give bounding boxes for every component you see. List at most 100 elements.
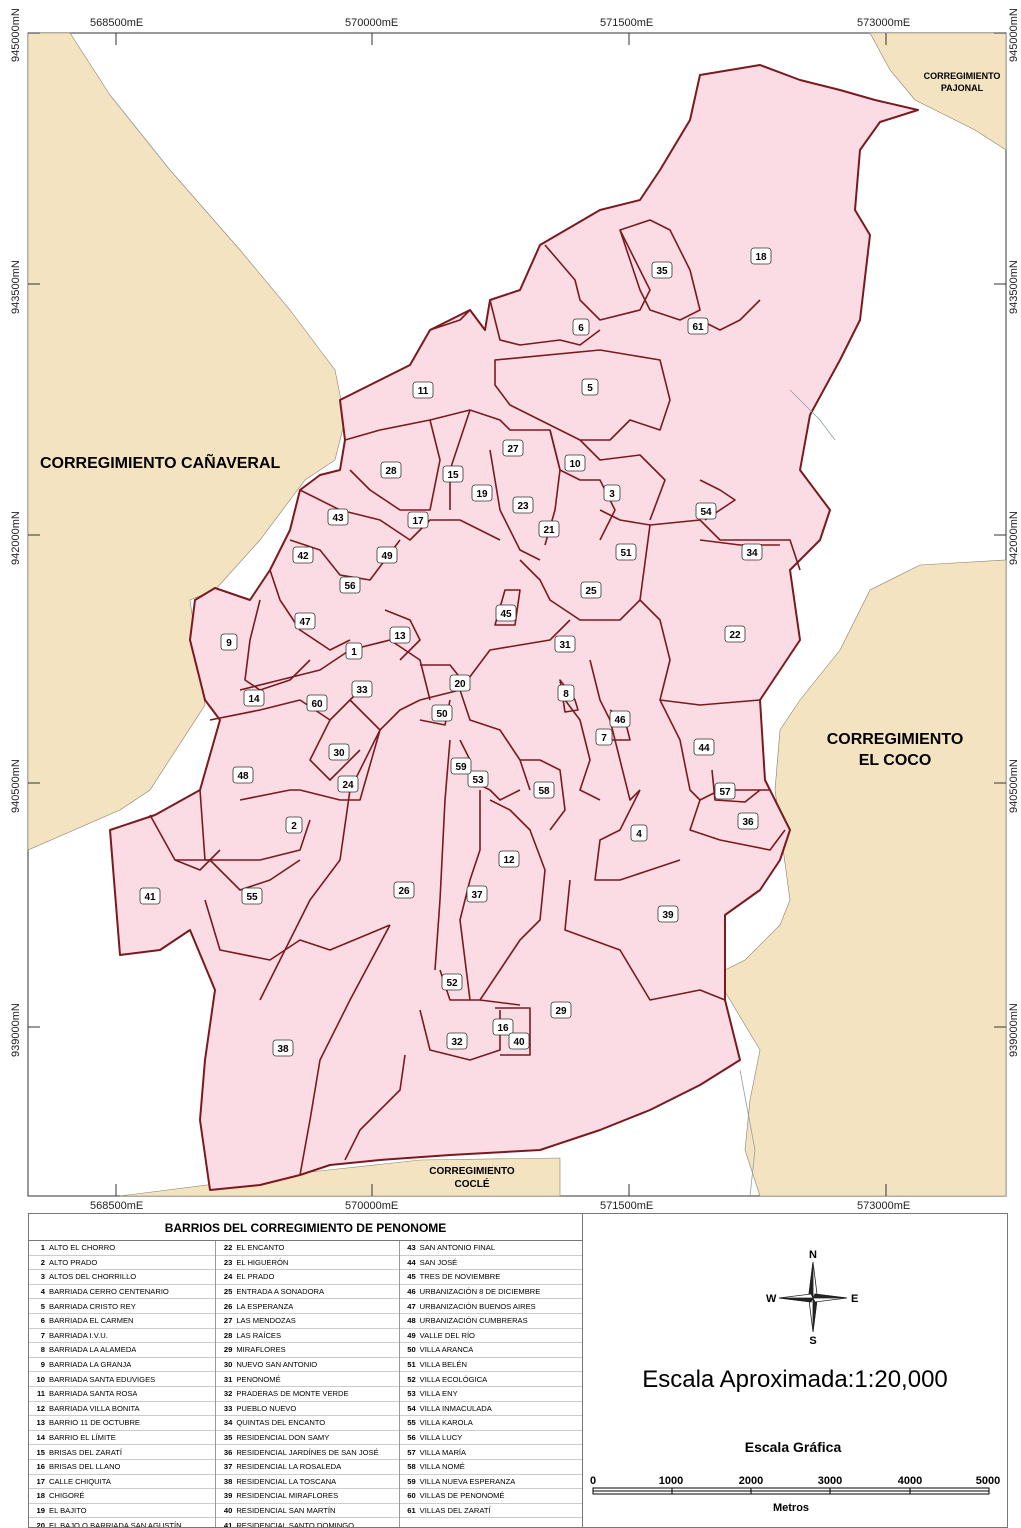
legend-row-name: NUEVO SAN ANTONIO — [236, 1360, 318, 1370]
svg-text:939000mN: 939000mN — [10, 1003, 22, 1057]
barrio-tag-55: 55 — [241, 887, 263, 905]
barrio-tag-32: 32 — [446, 1032, 468, 1050]
legend-row-number: 39 — [223, 1491, 233, 1501]
barrio-tag-61: 61 — [687, 317, 709, 335]
barrio-tag-40: 40 — [508, 1032, 530, 1050]
legend-row-name: BARRIADA CRISTO REY — [49, 1301, 136, 1311]
compass-n-label: N — [809, 1249, 817, 1261]
legend-row-name: RESIDENCIAL MIRAFLORES — [236, 1491, 339, 1501]
barrio-tag-8: 8 — [557, 684, 575, 702]
barrio-tag-56: 56 — [339, 576, 361, 594]
legend-row-number: 29 — [223, 1345, 233, 1355]
legend-row-number: 31 — [223, 1374, 233, 1384]
legend-row-number: 52 — [407, 1374, 416, 1384]
barrio-tag-51: 51 — [615, 543, 637, 561]
svg-text:47: 47 — [299, 617, 311, 628]
barrio-number-tags: 1 2 3 4 5 6 7 8 9 10 11 12 13 14 15 16 1… — [139, 247, 772, 1057]
legend-row-name: BARRIADA LA ALAMEDA — [49, 1345, 137, 1355]
svg-text:29: 29 — [555, 1006, 567, 1017]
legend-row-number: 15 — [36, 1447, 45, 1457]
legend-row-number: 40 — [223, 1505, 233, 1515]
svg-text:45: 45 — [500, 609, 512, 620]
legend-row-name: PRADERAS DE MONTE VERDE — [236, 1389, 349, 1399]
svg-text:40: 40 — [513, 1037, 525, 1048]
legend-row-number: 23 — [223, 1257, 233, 1267]
legend-row-name: VILLA LUCY — [419, 1433, 463, 1443]
legend-row-number: 56 — [407, 1433, 416, 1443]
legend-row-name: BARRIO 11 DE OCTUBRE — [49, 1418, 141, 1428]
svg-text:6: 6 — [578, 323, 584, 334]
legend-row-name: LAS MENDOZAS — [236, 1316, 296, 1326]
legend-row-name: RESIDENCIAL LA TOSCANA — [236, 1476, 337, 1486]
svg-text:38: 38 — [277, 1044, 289, 1055]
roads — [109, 94, 836, 1197]
svg-text:25: 25 — [585, 586, 597, 597]
scale-bar: 0 1000 2000 3000 4000 5000 Metros — [590, 1475, 1000, 1514]
svg-text:939000mN: 939000mN — [1008, 1003, 1020, 1057]
legend-row-number: 5 — [40, 1301, 45, 1311]
legend-row-number: 18 — [36, 1491, 45, 1501]
legend-row-number: 59 — [407, 1476, 416, 1486]
legend-row-number: 9 — [40, 1360, 45, 1370]
barrio-tag-3: 3 — [603, 484, 621, 502]
barrio-tag-57: 57 — [714, 782, 736, 800]
svg-text:568500mE: 568500mE — [90, 1200, 143, 1210]
scale-tick-1000: 1000 — [659, 1475, 683, 1487]
legend-row-name: QUINTAS DEL ENCANTO — [236, 1418, 326, 1428]
legend-row-name: BARRIADA CERRO CENTENARIO — [49, 1287, 169, 1297]
svg-text:18: 18 — [755, 252, 767, 263]
legend-row-name: RESIDENCIAL JARDÍNES DE SAN JOSÉ — [236, 1447, 379, 1457]
legend-row-name: BARRIADA EL CARMEN — [49, 1316, 134, 1326]
barrio-tag-29: 29 — [550, 1001, 572, 1019]
legend-row-name: VILLA ENY — [419, 1389, 458, 1399]
svg-text:20: 20 — [454, 679, 466, 690]
legend-row-name: BARRIADA SANTA EDUVIGES — [49, 1374, 156, 1384]
legend-row-name: LAS RAÍCES — [236, 1330, 282, 1340]
barrio-tag-41: 41 — [139, 887, 161, 905]
legend-row-number: 3 — [40, 1272, 45, 1282]
legend-row-number: 25 — [223, 1287, 233, 1297]
legend-row-number: 35 — [223, 1433, 233, 1443]
svg-text:60: 60 — [311, 699, 323, 710]
barrio-tag-34: 34 — [741, 543, 763, 561]
legend-row-number: 30 — [223, 1360, 233, 1370]
scale-unit: Metros — [773, 1502, 809, 1514]
legend-row-name: VILLA INMACULADA — [419, 1403, 492, 1413]
svg-text:51: 51 — [620, 548, 632, 559]
svg-text:570000mE: 570000mE — [345, 1200, 398, 1210]
scale-tick-4000: 4000 — [898, 1475, 922, 1487]
compass-rose: N S W E — [766, 1249, 858, 1347]
legend-row-name: VALLE DEL RÍO — [419, 1330, 475, 1340]
barrio-tag-60: 60 — [306, 694, 328, 712]
svg-text:54: 54 — [700, 507, 712, 518]
svg-text:55: 55 — [246, 892, 258, 903]
barrio-tag-5: 5 — [581, 378, 599, 396]
barrio-tag-53: 53 — [467, 770, 489, 788]
legend-row-number: 22 — [223, 1243, 233, 1253]
svg-text:48: 48 — [237, 771, 249, 782]
svg-text:568500mE: 568500mE — [90, 17, 143, 29]
barrio-tag-21: 21 — [538, 520, 560, 538]
legend-row-name: VILLA BELÉN — [419, 1360, 467, 1370]
svg-text:10: 10 — [569, 459, 581, 470]
legend-row-name: RESIDENCIAL SAN MARTÍN — [236, 1505, 336, 1515]
legend-row-number: 51 — [407, 1360, 416, 1370]
